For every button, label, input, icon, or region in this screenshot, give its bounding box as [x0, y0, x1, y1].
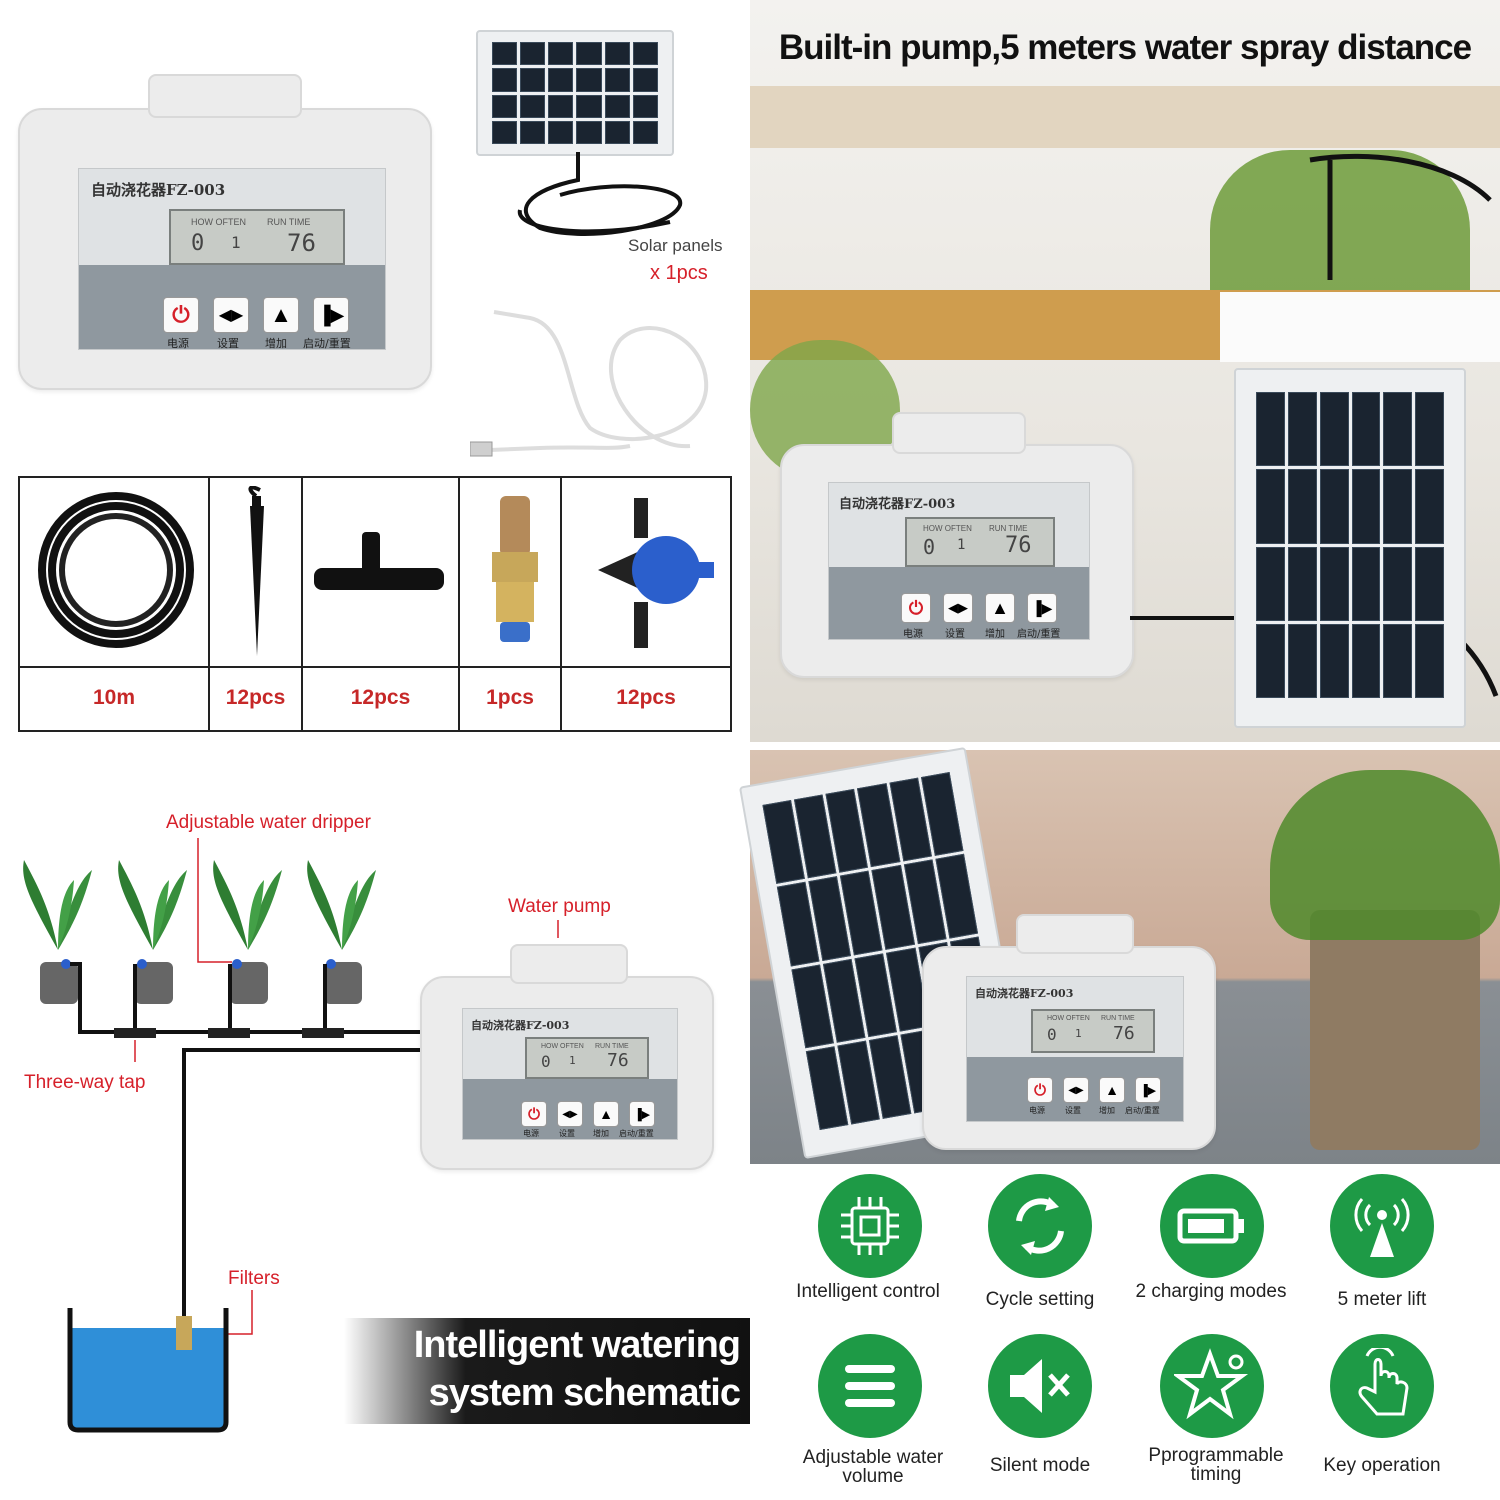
power-button[interactable]: ⏻	[163, 297, 199, 333]
power-icon: ⏻	[908, 597, 924, 618]
feature-label-6: Silent mode	[989, 1455, 1091, 1476]
kit-table: 10m 12pcs 12pcs 1pcs 12pcs	[18, 476, 732, 732]
up-arrow-icon: ▲	[270, 302, 292, 327]
left-right-icon: ◀▶	[1068, 1084, 1084, 1096]
feature-label-7: Pprogrammable timing	[1148, 1445, 1284, 1485]
power-icon: ⏻	[528, 1105, 540, 1123]
touch-icon	[1330, 1334, 1434, 1438]
banner-top: Built-in pump,5 meters water spray dista…	[778, 28, 1472, 67]
cable-coils	[470, 152, 709, 457]
controller-photo-2: 自动浇花器FZ-003 HOW OFTEN RUN TIME 0 1 76 ⏻ …	[922, 914, 1216, 1150]
qty-filter: 1pcs	[486, 686, 534, 709]
solar-panel-photo-1	[1234, 368, 1466, 728]
hose-coil	[38, 492, 194, 648]
battery-icon	[1160, 1174, 1264, 1278]
qty-dripper: 12pcs	[616, 686, 676, 709]
signal-icon	[1330, 1174, 1434, 1278]
up-arrow-icon: ▲	[599, 1106, 613, 1122]
qty-hose: 10m	[92, 686, 136, 709]
plant-1	[23, 860, 92, 1004]
up-arrow-icon: ▲	[991, 597, 1009, 618]
schematic-diagram	[23, 838, 559, 1433]
label-tap: Three-way tap	[24, 1072, 146, 1093]
solar-panel-small	[476, 30, 674, 156]
power-button[interactable]: ⏻	[1027, 1077, 1053, 1103]
feature-label-2: Cycle setting	[985, 1289, 1095, 1310]
schematic-title-bar	[344, 1318, 750, 1424]
schematic-title-line2: system schematic	[428, 1372, 741, 1414]
star-icon	[1160, 1334, 1264, 1438]
qty-stake: 12pcs	[225, 686, 286, 709]
left-right-icon: ◀▶	[562, 1108, 578, 1120]
left-right-icon: ◀▶	[948, 600, 968, 615]
power-icon: ⏻	[1034, 1081, 1046, 1099]
left-right-icon: ◀▶	[218, 307, 244, 324]
solar-qty: x 1pcs	[650, 262, 708, 284]
label-filters: Filters	[228, 1268, 280, 1289]
controller-main: 自动浇花器FZ-003 HOW OFTEN RUN TIME 0 1 76 ⏻ …	[18, 74, 432, 390]
controller-photo-1: 自动浇花器FZ-003 HOW OFTEN RUN TIME 0 1 76 ⏻ …	[780, 412, 1134, 678]
set-button[interactable]: ◀▶	[1063, 1077, 1089, 1103]
plant-4	[307, 860, 376, 1004]
label-dripper: Adjustable water dripper	[166, 812, 371, 833]
solar-caption: Solar panels	[628, 236, 723, 255]
feature-label-4: 5 meter lift	[1337, 1289, 1427, 1310]
power-button[interactable]: ⏻	[901, 593, 931, 623]
menu-icon	[818, 1334, 922, 1438]
dripper-icon	[598, 498, 714, 648]
feature-label-1: Intelligent control	[796, 1281, 940, 1302]
feature-label-5: Adjustable water volume	[802, 1447, 944, 1487]
device-clip	[148, 74, 302, 118]
start-reset-button[interactable]: ▐▶	[313, 297, 349, 333]
play-icon: ▐▶	[633, 1108, 651, 1121]
chip-icon	[818, 1174, 922, 1278]
label-pump: Water pump	[508, 896, 611, 917]
model-label: 自动浇花器FZ-003	[91, 181, 226, 199]
increase-button[interactable]: ▲	[593, 1101, 619, 1127]
play-icon: ▐▶	[1031, 599, 1053, 616]
cycle-icon	[988, 1174, 1092, 1278]
start-reset-button[interactable]: ▐▶	[1135, 1077, 1161, 1103]
tee-connector	[314, 532, 444, 590]
increase-button[interactable]: ▲	[985, 593, 1015, 623]
set-button[interactable]: ◀▶	[557, 1101, 583, 1127]
feature-label-3: 2 charging modes	[1135, 1281, 1287, 1302]
start-reset-button[interactable]: ▐▶	[629, 1101, 655, 1127]
set-button[interactable]: ◀▶	[213, 297, 249, 333]
set-button[interactable]: ◀▶	[943, 593, 973, 623]
usb-cable	[1130, 616, 1234, 620]
play-icon: ▐▶	[1139, 1084, 1157, 1097]
mute-icon	[988, 1334, 1092, 1438]
qty-tee: 12pcs	[350, 686, 411, 709]
filter-icon	[492, 496, 538, 642]
plant-2	[118, 860, 187, 1004]
increase-button[interactable]: ▲	[1099, 1077, 1125, 1103]
feature-label-8: Key operation	[1323, 1455, 1441, 1476]
increase-button[interactable]: ▲	[263, 297, 299, 333]
play-icon: ▐▶	[317, 304, 345, 325]
plant-3	[213, 860, 282, 1004]
device-faceplate: 自动浇花器FZ-003 HOW OFTEN RUN TIME 0 1 76 ⏻ …	[78, 168, 386, 350]
controller-schematic: 自动浇花器FZ-003 HOW OFTEN RUN TIME 0 1 76 ⏻ …	[420, 944, 714, 1170]
start-reset-button[interactable]: ▐▶	[1027, 593, 1057, 623]
lcd-screen: HOW OFTEN RUN TIME 0 1 76	[169, 209, 345, 265]
power-button[interactable]: ⏻	[521, 1101, 547, 1127]
power-icon: ⏻	[172, 302, 190, 327]
schematic-title-line1: Intelligent watering	[413, 1324, 741, 1366]
stake-icon	[248, 486, 264, 656]
up-arrow-icon: ▲	[1105, 1082, 1119, 1098]
